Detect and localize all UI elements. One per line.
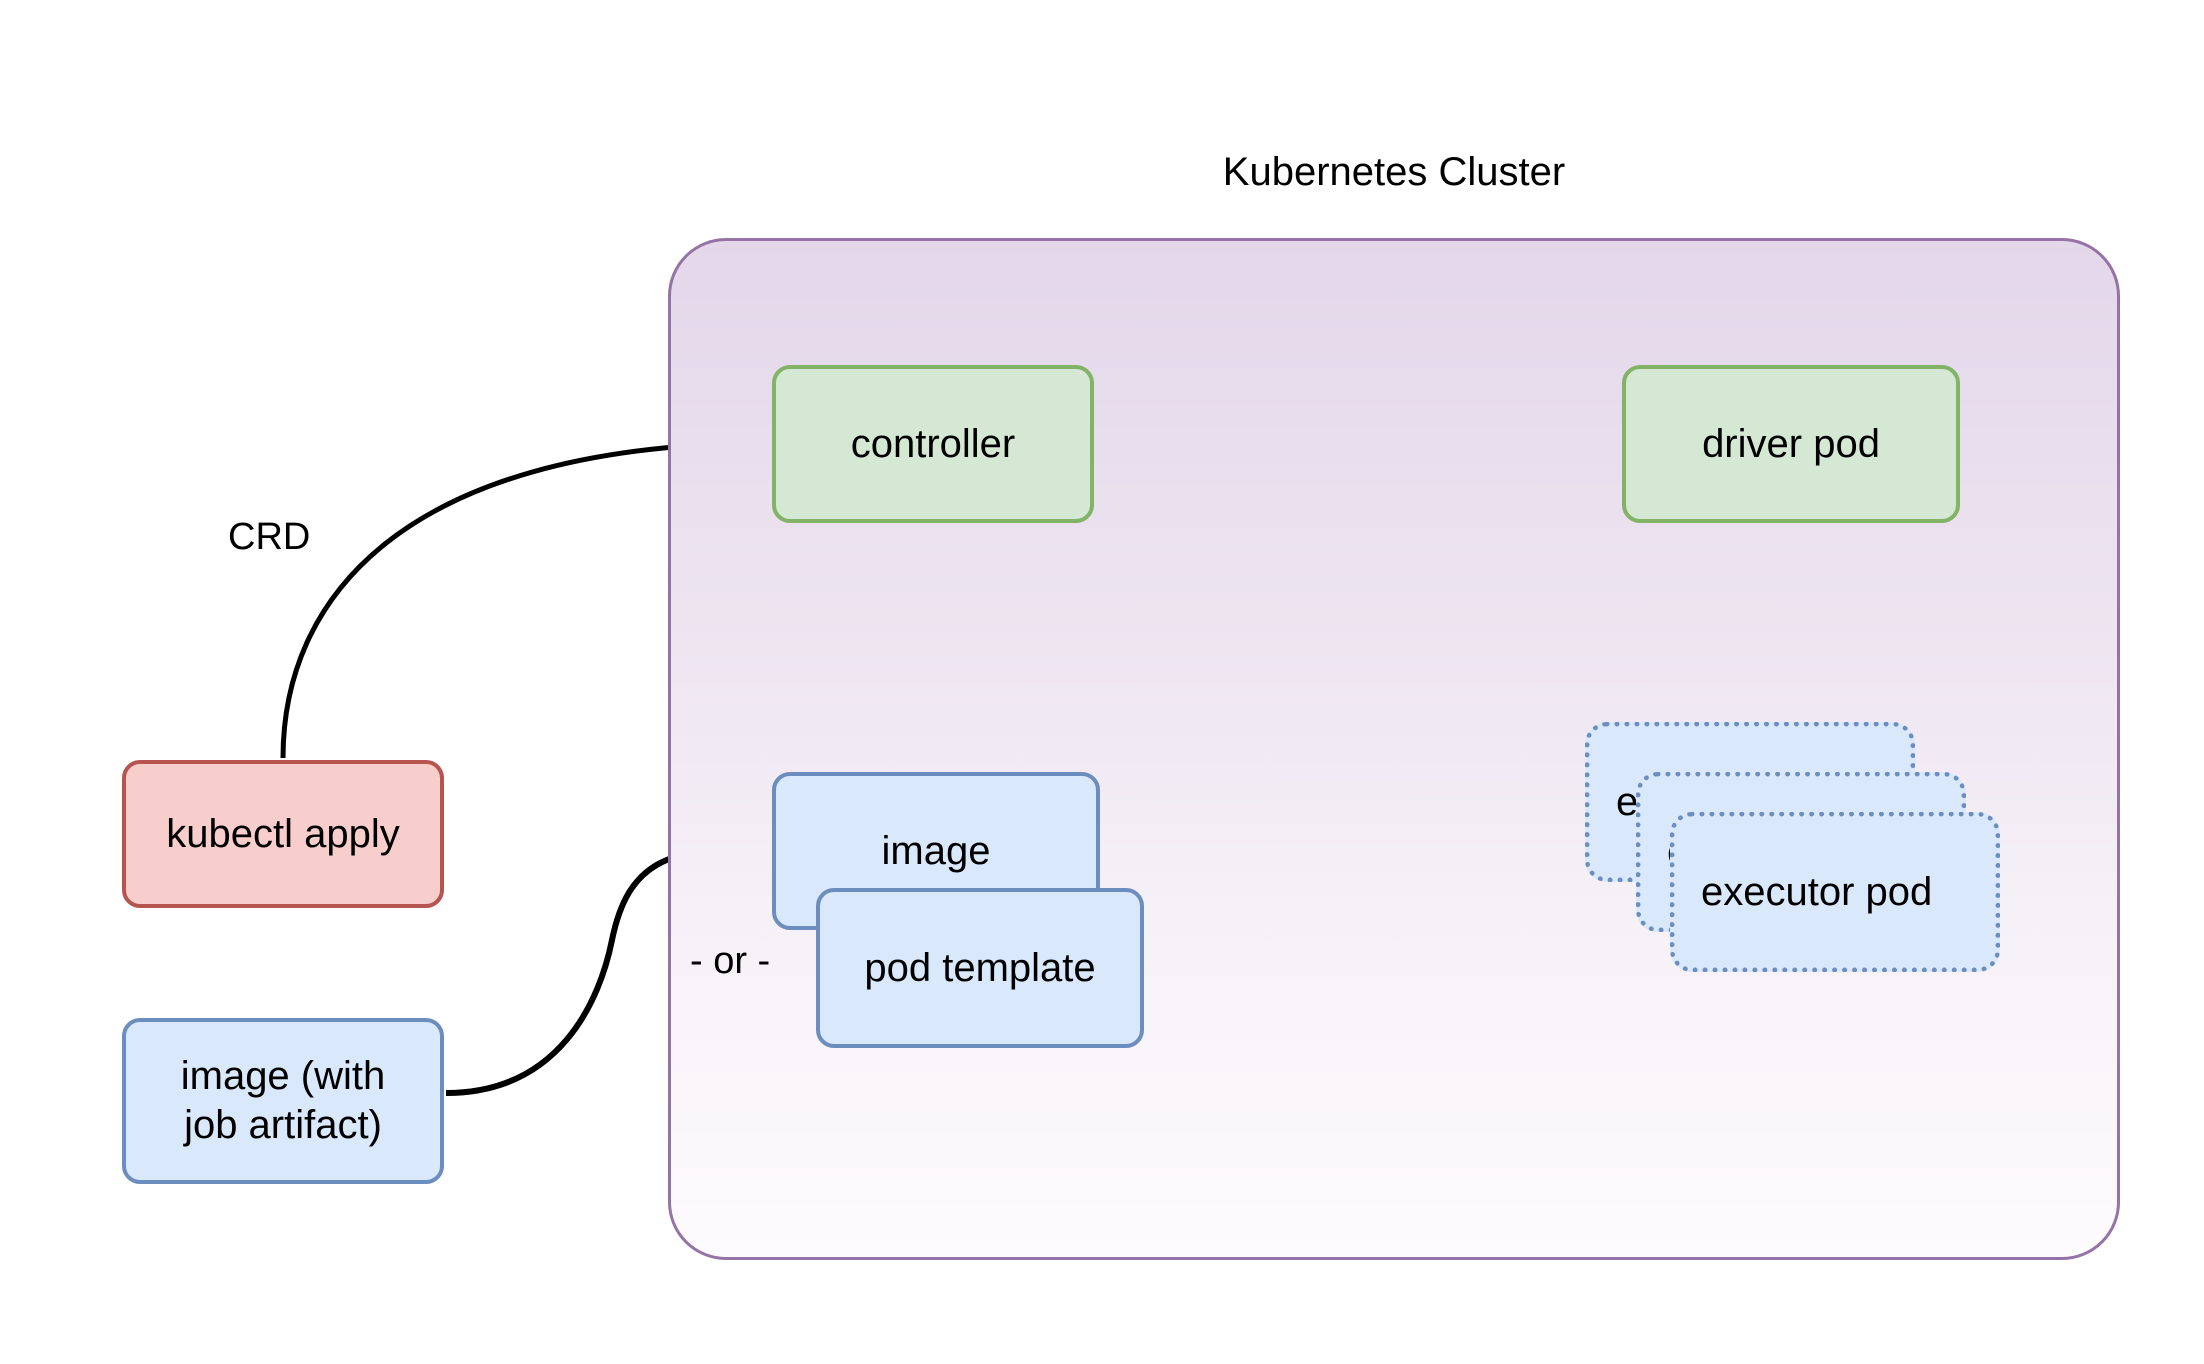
node-image-with-job-artifact[interactable]: image (with job artifact)	[122, 1018, 444, 1184]
edge-label-crd: CRD	[228, 516, 311, 558]
node-executor-pod-front-label: executor pod	[1701, 869, 1933, 914]
node-kubectl-apply-label: kubectl apply	[166, 811, 400, 856]
node-kubectl-apply[interactable]: kubectl apply	[122, 760, 444, 908]
node-driver-pod[interactable]: driver pod	[1622, 365, 1960, 523]
node-executor-pod-front[interactable]: executor pod	[1670, 812, 2000, 972]
node-image-with-job-artifact-label: image (with job artifact)	[180, 1054, 386, 1147]
cluster-title: Kubernetes Cluster	[1222, 150, 1566, 194]
node-pod-template[interactable]: pod template	[816, 888, 1144, 1048]
node-driver-pod-label: driver pod	[1702, 421, 1880, 466]
edge-label-or: - or -	[690, 940, 771, 982]
node-controller[interactable]: controller	[772, 365, 1094, 523]
node-image-label: image	[881, 828, 991, 873]
node-controller-label: controller	[850, 421, 1016, 466]
node-pod-template-label: pod template	[864, 945, 1096, 990]
